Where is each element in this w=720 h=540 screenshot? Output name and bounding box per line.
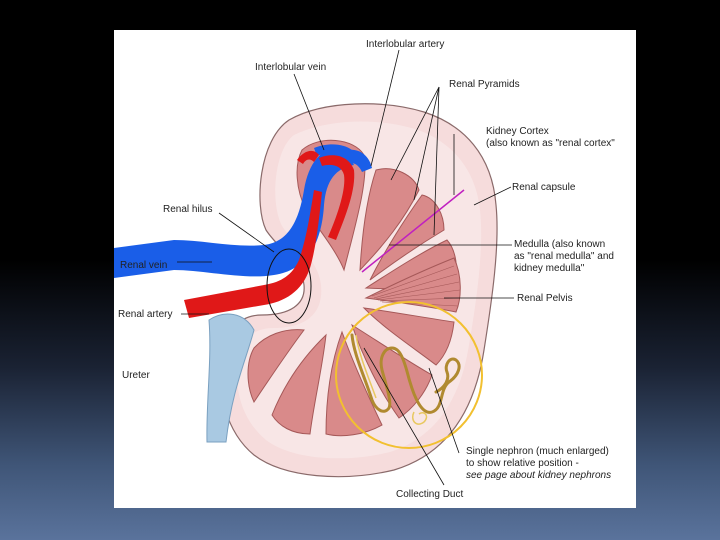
label-nephron-2: to show relative position - <box>466 458 579 469</box>
label-renal-capsule: Renal capsule <box>512 182 576 193</box>
renal-pyramid <box>271 333 327 435</box>
renal-vein-branch <box>346 149 372 172</box>
nephron <box>350 333 461 414</box>
label-nephron-3: see page about kidney nephrons <box>466 470 611 481</box>
label-kidney-cortex-1: Kidney Cortex <box>486 126 549 137</box>
ureter <box>206 313 255 443</box>
kidney-diagram: Interlobular artery Interlobular vein Re… <box>114 39 615 500</box>
nephron-tubule <box>355 334 428 425</box>
medulla-line <box>361 189 465 273</box>
label-medulla-1: Medulla (also known <box>514 239 605 250</box>
renal-pyramid <box>359 168 420 272</box>
interlobular-vein <box>314 144 352 156</box>
label-ureter: Ureter <box>122 370 150 381</box>
label-renal-artery: Renal artery <box>118 309 172 320</box>
renal-pyramid <box>369 194 445 281</box>
leader-lines <box>177 49 514 486</box>
renal-artery <box>184 190 322 318</box>
label-renal-pyramids: Renal Pyramids <box>449 79 520 90</box>
renal-pyramid <box>247 329 305 404</box>
label-nephron-1: Single nephron (much enlarged) <box>466 446 609 457</box>
label-collecting-duct: Collecting Duct <box>396 489 463 500</box>
renal-pyramid <box>325 330 383 437</box>
label-medulla-3: kidney medulla" <box>514 263 585 274</box>
label-interlobular-artery: Interlobular artery <box>366 39 444 50</box>
label-renal-hilus: Renal hilus <box>163 204 212 215</box>
artery-branch <box>319 155 355 240</box>
renal-hilus-outline <box>266 248 312 324</box>
label-kidney-cortex-2: (also known as "renal cortex" <box>486 138 615 149</box>
nephron-circle <box>335 301 483 449</box>
renal-vein <box>114 147 354 278</box>
label-interlobular-vein: Interlobular vein <box>255 62 326 73</box>
diagram-panel: Interlobular artery Interlobular vein Re… <box>114 30 636 508</box>
label-renal-pelvis: Renal Pelvis <box>517 293 573 304</box>
label-medulla-2: as "renal medulla" and <box>514 251 614 262</box>
label-renal-vein: Renal vein <box>120 260 167 271</box>
interlobular-artery <box>297 150 319 164</box>
renal-pyramid <box>362 307 455 366</box>
